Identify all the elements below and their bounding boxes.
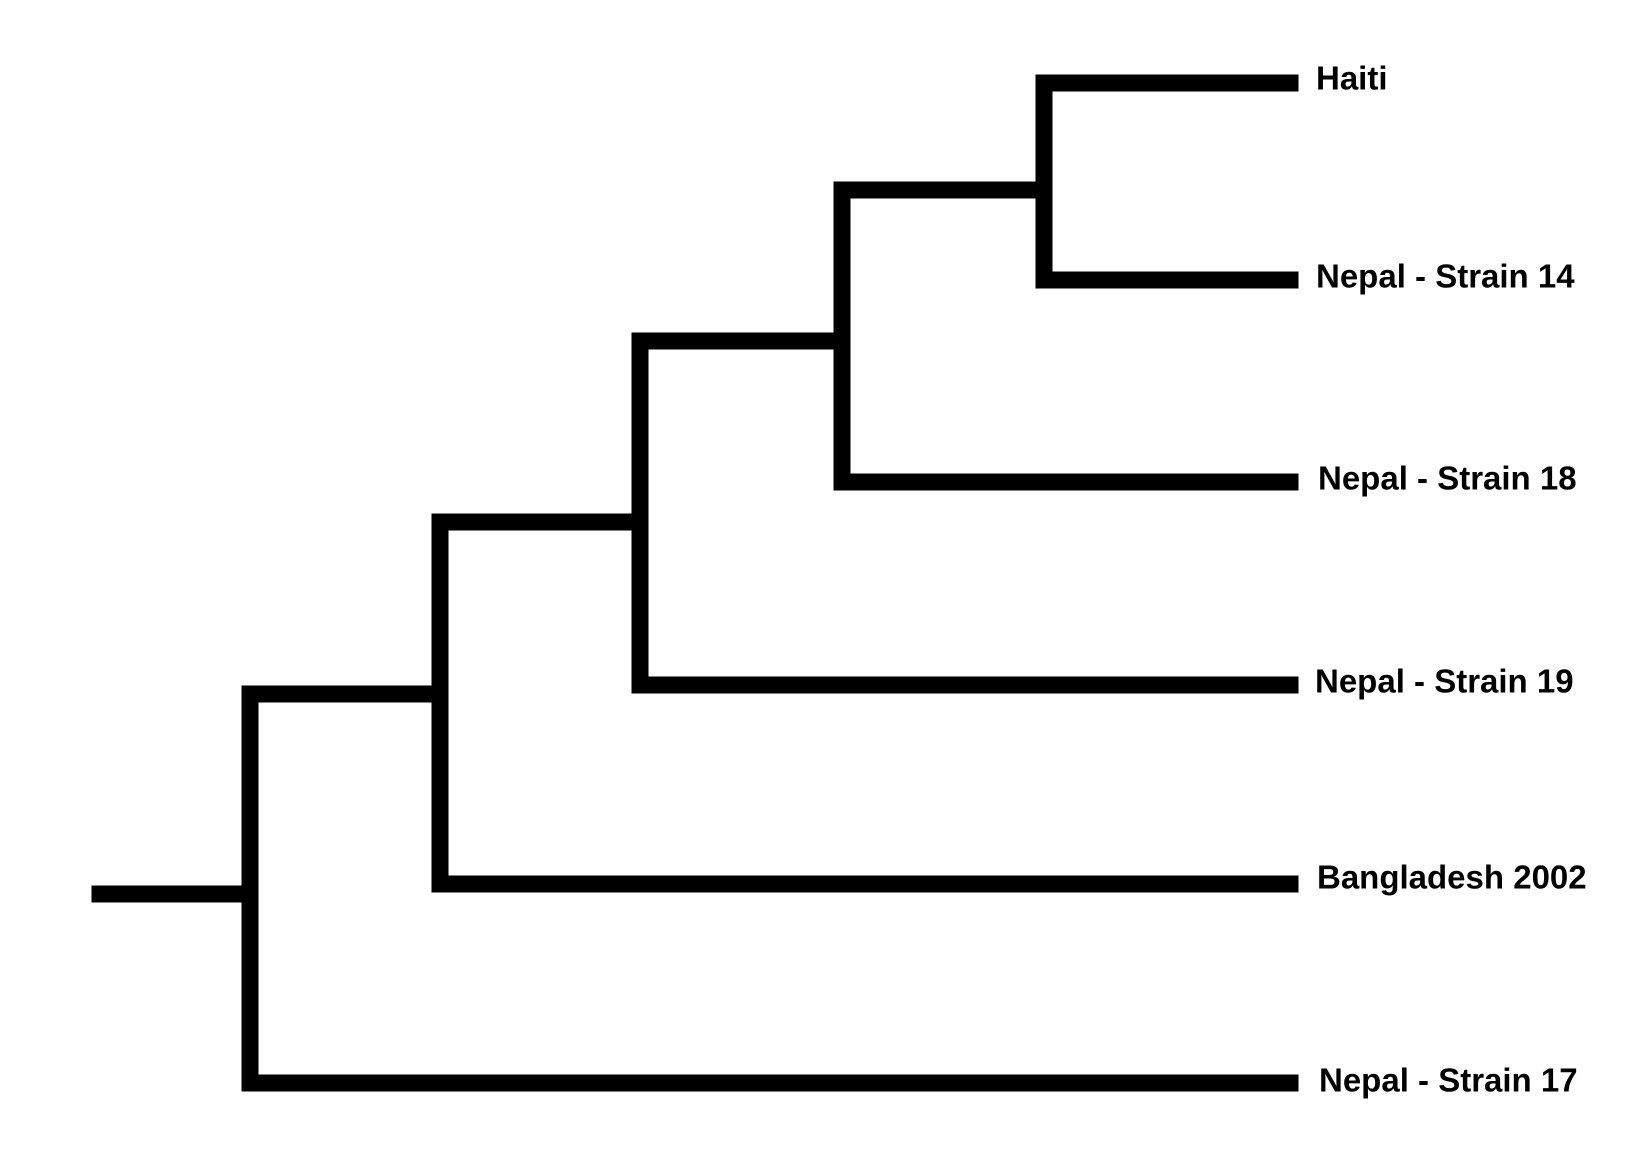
- tip-label-nepal-strain-19: Nepal - Strain 19: [1315, 663, 1574, 700]
- tip-label-haiti: Haiti: [1316, 60, 1388, 97]
- tree-branches: [91, 74, 1299, 1092]
- tip-label-nepal-strain-18: Nepal - Strain 18: [1318, 460, 1577, 497]
- tip-label-nepal-strain-17: Nepal - Strain 17: [1319, 1062, 1578, 1099]
- tip-labels: Haiti Nepal - Strain 14 Nepal - Strain 1…: [1315, 60, 1587, 1099]
- tip-label-bangladesh-2002: Bangladesh 2002: [1317, 859, 1587, 896]
- tip-label-nepal-strain-14: Nepal - Strain 14: [1316, 258, 1575, 295]
